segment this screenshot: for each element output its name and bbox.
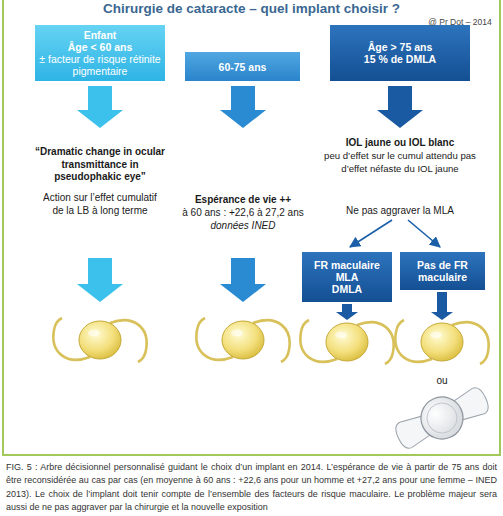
box-text: 15 % de DMLA [364,53,436,65]
category-box: Pas de FR maculaire [400,252,485,290]
figure-title: Chirurgie de cataracte – quel implant ch… [10,1,493,16]
annotation-text: données INED [173,220,313,233]
annotation-text: ou [427,375,457,388]
branch-arrow [408,220,440,247]
annotation-text: à 60 ans : +22,6 à 27,2 ans [168,207,318,220]
box-text: Âge < 60 ans [68,41,133,53]
block-arrow [220,86,266,128]
block-arrow [336,304,358,320]
yellow-iol [53,318,146,362]
category-box: FR maculaireMLADMLA [302,252,392,302]
box-text: FR maculaire [314,259,380,271]
annotation-text: IOL jaune ou IOL blanc [315,137,485,150]
annotation-text: @ Pr Dot – 2014 [419,16,501,29]
box-text: MLA [336,271,359,283]
figure-frame [3,0,500,455]
annotation-text: Ne pas aggraver la MLA [325,205,475,218]
yellow-iol [300,320,393,364]
annotation-text: “Dramatic change in ocular transmittance… [30,146,170,184]
block-arrow [431,292,453,320]
yellow-iol [196,318,289,362]
box-text: Enfant [84,29,117,41]
box-text: Âge > 75 ans [368,41,433,53]
box-text: Pas de FR maculaire [404,259,481,283]
block-arrow [77,86,123,128]
annotation-text: Espérance de vie ++ [173,194,313,207]
white-iol [390,379,495,458]
category-box: EnfantÂge < 60 ans± facteur de risque ré… [35,25,165,81]
box-text: DMLA [332,283,362,295]
yellow-iol [395,320,488,364]
category-box: 60-75 ans [185,52,300,81]
box-text: 60-75 ans [219,61,267,73]
box-text: ± facteur de risque rétinite pigmentaire [39,53,161,77]
annotation-text: peu d’effet sur le cumul attendu pas d’e… [314,150,486,175]
block-arrow [220,258,266,302]
block-arrow [77,258,123,302]
block-arrow [377,86,423,128]
annotation-text: Action sur l’effet cumulatif de la LB à … [38,192,163,217]
category-box: Âge > 75 ans15 % de DMLA [330,25,470,81]
figure-caption: FIG. 5 : Arbre décisionnel personnalisé … [6,461,497,514]
branch-arrow [350,220,392,247]
